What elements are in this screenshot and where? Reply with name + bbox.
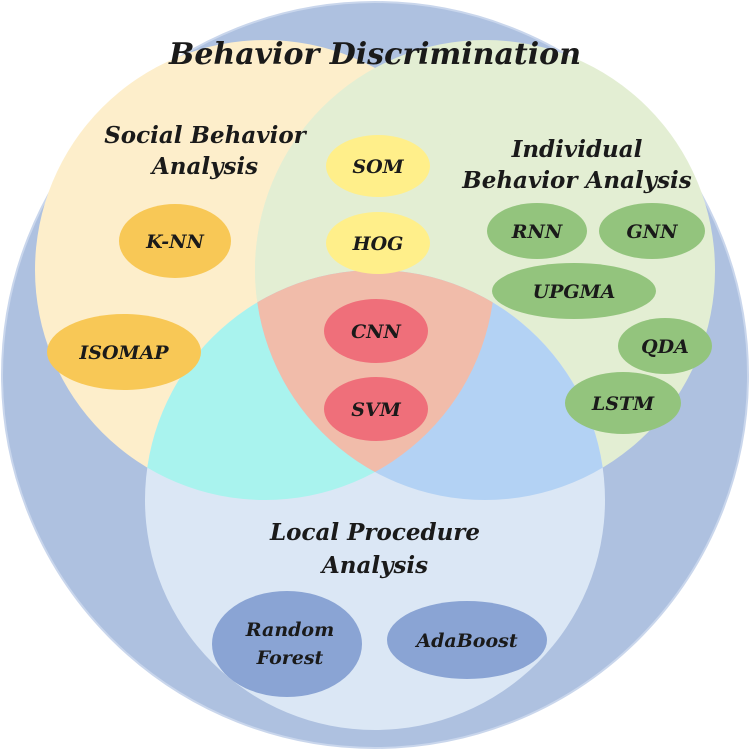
diagram-title: Behavior Discrimination xyxy=(168,37,581,72)
adaboost-node xyxy=(387,601,547,679)
random-forest-node xyxy=(212,591,362,697)
knn-label: K-NN xyxy=(145,231,204,253)
individual-region-label-line1: Individual xyxy=(511,136,643,163)
som-node xyxy=(326,135,430,197)
gnn-node xyxy=(599,203,705,259)
lstm-label: LSTM xyxy=(591,393,655,415)
local-region-label-line1: Local Procedure xyxy=(269,519,480,546)
knn-node xyxy=(119,204,231,278)
qda-node xyxy=(618,318,712,374)
svm-label: SVM xyxy=(351,399,401,421)
svm-node xyxy=(324,377,428,441)
adaboost-label: AdaBoost xyxy=(414,630,517,652)
hog-label: HOG xyxy=(352,233,404,255)
random-forest-label-line2: Forest xyxy=(256,647,324,669)
gnn-label: GNN xyxy=(627,221,679,243)
upgma-label: UPGMA xyxy=(533,281,616,303)
social-region-label-line1: Social Behavior xyxy=(104,122,307,149)
hog-node xyxy=(326,212,430,274)
rnn-node xyxy=(487,203,587,259)
qda-label: QDA xyxy=(641,336,689,358)
rnn-label: RNN xyxy=(511,221,563,243)
random-forest-label-line1: Random xyxy=(245,619,334,641)
cnn-node xyxy=(324,299,428,363)
cnn-label: CNN xyxy=(351,321,401,343)
local-region-label-line2: Analysis xyxy=(320,552,428,579)
individual-region-label-line2: Behavior Analysis xyxy=(461,167,692,194)
som-label: SOM xyxy=(352,156,404,178)
social-region-label-line2: Analysis xyxy=(150,153,258,180)
isomap-node xyxy=(47,314,201,390)
upgma-node xyxy=(492,263,656,319)
lstm-node xyxy=(565,372,681,434)
isomap-label: ISOMAP xyxy=(78,342,169,364)
